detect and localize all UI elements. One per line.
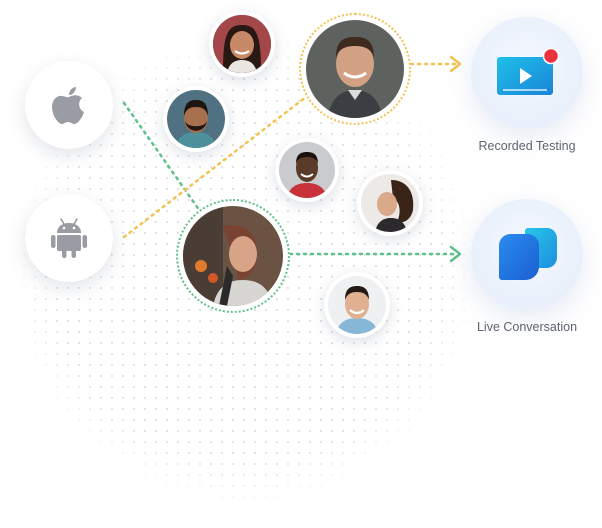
participant-avatar: [324, 272, 390, 338]
avatar-photo: [279, 142, 335, 198]
feature-label-recorded-testing: Recorded Testing: [478, 139, 576, 153]
highlighted-participant-live: [176, 199, 290, 313]
avatar-photo: [306, 20, 404, 118]
notification-dot: [542, 47, 559, 65]
avatar-photo: [328, 276, 386, 334]
highlighted-participant-recorded: [299, 13, 411, 125]
feature-label-live-conversation: Live Conversation: [476, 320, 578, 334]
android-icon: [51, 218, 87, 258]
video-player-icon: [497, 47, 559, 95]
participant-avatar: [163, 86, 229, 152]
avatar-photo: [213, 15, 271, 73]
avatar-photo: [361, 174, 419, 232]
link-apple-to-live: [122, 101, 204, 216]
arrowhead-live: [449, 245, 462, 263]
participant-avatar: [209, 11, 275, 77]
platform-apple: [25, 61, 113, 149]
chat-bubbles-icon: [499, 228, 557, 280]
feature-live-conversation: [471, 199, 583, 311]
avatar-photo: [183, 206, 283, 306]
arrowhead-recorded: [449, 55, 462, 73]
apple-icon: [52, 87, 84, 124]
platform-android: [25, 194, 113, 282]
participant-avatar: [275, 138, 339, 202]
participant-avatar: [357, 170, 423, 236]
avatar-photo: [167, 90, 225, 148]
link-android-to-recorded: [122, 95, 308, 239]
feature-recorded-testing: [471, 17, 583, 129]
